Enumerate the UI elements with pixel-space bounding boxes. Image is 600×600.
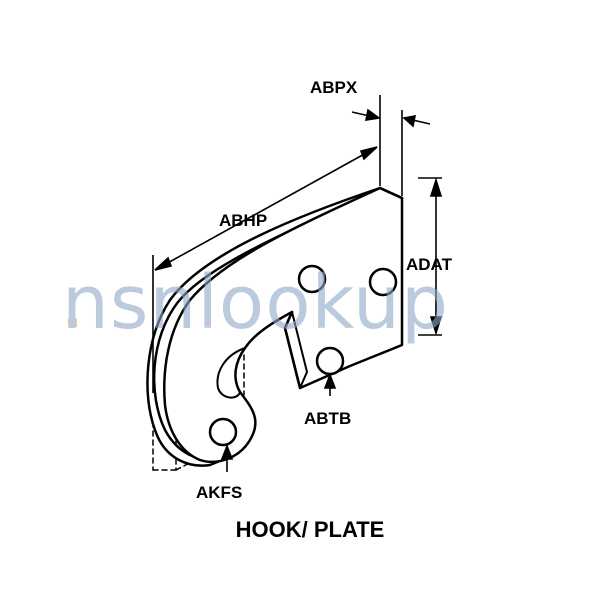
watermark: nsnlookup xyxy=(62,260,449,346)
abtb-leader-head xyxy=(323,372,337,389)
abhp-arrow-left xyxy=(154,256,173,271)
hole-hook-tip xyxy=(208,417,238,447)
plate-top-edge xyxy=(378,186,404,200)
slot-edge xyxy=(283,310,302,390)
diagram-caption: HOOK/ PLATE xyxy=(236,517,385,542)
adat-arrow-top xyxy=(429,177,443,197)
dimension-lines xyxy=(152,95,443,472)
hole-lower xyxy=(315,346,345,376)
label-abtb: ABTB xyxy=(304,409,351,428)
hook-curl-detail xyxy=(216,347,246,399)
hook-plate-face xyxy=(163,186,404,464)
label-adat: ADAT xyxy=(406,255,453,274)
watermark-accent-square xyxy=(68,318,77,327)
abhp-arrow-right xyxy=(359,146,378,161)
abpx-arrow-left-head xyxy=(364,108,382,121)
akfs-leader-head xyxy=(220,443,234,460)
watermark-text: nsnlookup xyxy=(62,260,449,346)
adat-arrow-bottom xyxy=(429,316,443,336)
slot-depth xyxy=(291,311,308,389)
label-akfs: AKFS xyxy=(196,483,242,502)
abpx-arrow-right-head xyxy=(402,115,417,128)
hole-upper-right xyxy=(368,267,398,297)
abhp-dim-line xyxy=(154,146,378,271)
hole-upper-left xyxy=(297,264,327,294)
label-abhp: ABHP xyxy=(219,211,267,230)
part-drawing xyxy=(146,186,404,471)
label-abpx: ABPX xyxy=(310,78,358,97)
